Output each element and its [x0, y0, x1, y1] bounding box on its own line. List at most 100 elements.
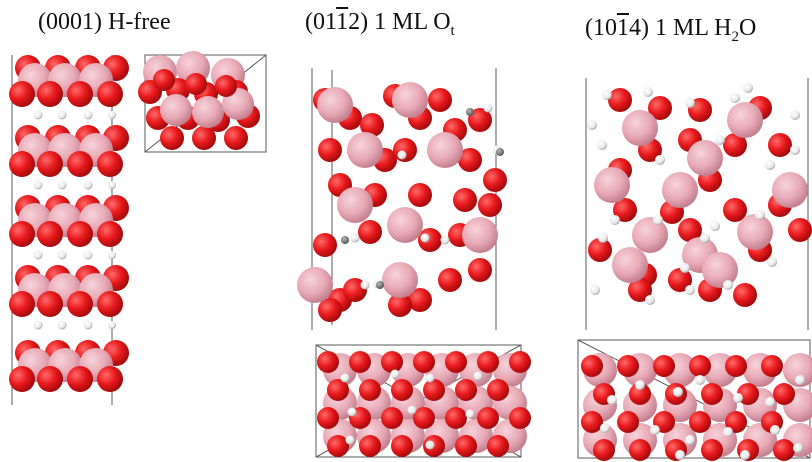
- hydrogen-atom: [710, 221, 720, 231]
- oxygen-atom: [593, 439, 615, 461]
- hydrogen-atom: [685, 435, 695, 445]
- oxygen-atom: [608, 88, 632, 112]
- title-overbar-digit: 1: [617, 15, 629, 41]
- hydrogen-atom: [675, 450, 685, 460]
- oxygen-atom: [581, 411, 603, 433]
- oxygen-atom: [97, 291, 123, 317]
- hydrogen-atom: [440, 235, 450, 245]
- oxygen-atom: [408, 183, 432, 207]
- title-subscript: t: [450, 22, 455, 39]
- hydrogen-atom: [765, 397, 775, 407]
- aluminum-atom: [160, 94, 192, 126]
- panel-title-ml-h2o: (1014) 1 ML H2O: [585, 14, 756, 46]
- oxygen-atom: [487, 379, 509, 401]
- hydrogen-atom: [57, 180, 67, 190]
- oxygen-atom: [768, 133, 792, 157]
- oxygen-atom: [97, 221, 123, 247]
- oxygen-atom: [327, 379, 349, 401]
- hydrogen-atom: [770, 425, 780, 435]
- oxygen-atom: [653, 355, 675, 377]
- oxygen-atom: [617, 355, 639, 377]
- hydrogen-atom: [587, 120, 597, 130]
- oxygen-atom: [581, 355, 603, 377]
- oxygen-atom: [97, 366, 123, 392]
- hydrogen-atom: [597, 140, 607, 150]
- oxygen-atom: [413, 407, 435, 429]
- oxygen-atom: [349, 351, 371, 373]
- oxygen-atom: [438, 268, 462, 292]
- hydrogen-atom: [108, 321, 116, 329]
- hydrogen-atom: [730, 93, 740, 103]
- oxygen-atom: [359, 435, 381, 457]
- title-miller-index: (0001): [38, 9, 102, 35]
- aluminum-atom: [192, 96, 224, 128]
- aluminum-atom: [337, 187, 373, 223]
- hydrogen-atom: [793, 443, 803, 453]
- hydrogen-atom: [655, 155, 665, 165]
- oxygen-atom: [37, 81, 63, 107]
- oxygen-atom: [318, 138, 342, 162]
- hydrogen-atom: [680, 263, 690, 273]
- oxygen-atom: [458, 148, 482, 172]
- oxygen-atom: [689, 355, 711, 377]
- oxygen-atom: [468, 258, 492, 282]
- oxygen-atom: [358, 220, 382, 244]
- oxygen-atom: [668, 268, 692, 292]
- hydrogen-atom: [700, 233, 710, 243]
- oxygen-atom: [761, 355, 783, 377]
- hydrogen-atom: [108, 111, 116, 119]
- hydrogen-atom: [685, 285, 695, 295]
- aluminum-atom: [702, 252, 738, 288]
- atom: [496, 148, 504, 156]
- aluminum-atom: [632, 217, 668, 253]
- hydrogen-atom: [795, 375, 805, 385]
- oxygen-atom: [445, 351, 467, 373]
- hydrogen-atom: [465, 409, 475, 419]
- oxygen-atom: [588, 238, 612, 262]
- oxygen-atom: [455, 379, 477, 401]
- hydrogen-atom: [473, 371, 483, 381]
- hydrogen-atom: [108, 251, 116, 259]
- oxygen-atom: [9, 221, 35, 247]
- hydrogen-atom: [83, 250, 93, 260]
- oxygen-atom: [455, 435, 477, 457]
- oxygen-atom: [629, 439, 651, 461]
- oxygen-atom: [689, 411, 711, 433]
- oxygen-atom: [723, 133, 747, 157]
- oxygen-atom: [67, 81, 93, 107]
- title-label: H-free: [101, 9, 171, 35]
- hydrogen-atom: [360, 280, 370, 290]
- hydrogen-atom: [600, 423, 610, 433]
- hydrogen-atom: [407, 405, 417, 415]
- hydrogen-atom: [695, 375, 705, 385]
- hydrogen-atom: [740, 450, 750, 460]
- oxygen-atom: [9, 151, 35, 177]
- atom: [341, 236, 349, 244]
- title-part: (01: [305, 9, 337, 35]
- hydrogen-atom: [83, 320, 93, 330]
- hydrogen-atom: [33, 110, 43, 120]
- oxygen-atom: [478, 193, 502, 217]
- aluminum-atom: [727, 102, 763, 138]
- oxygen-atom: [37, 366, 63, 392]
- hydrogen-atom: [57, 110, 67, 120]
- hydrogen-atom: [673, 387, 683, 397]
- oxygen-atom: [391, 435, 413, 457]
- oxygen-atom: [67, 366, 93, 392]
- atom: [466, 108, 474, 116]
- oxygen-atom: [360, 113, 384, 137]
- oxygen-atom: [723, 198, 747, 222]
- hydrogen-atom: [397, 150, 407, 160]
- hydrogen-atom: [715, 135, 725, 145]
- oxygen-atom: [788, 218, 812, 242]
- oxygen-atom: [97, 151, 123, 177]
- hydrogen-atom: [420, 233, 430, 243]
- hydrogen-atom: [390, 369, 400, 379]
- oxygen-atom: [67, 151, 93, 177]
- title-overbar-digit: 1: [336, 9, 349, 35]
- hydrogen-atom: [83, 180, 93, 190]
- aluminum-atom: [387, 207, 423, 243]
- hydrogen-atom: [607, 395, 617, 405]
- oxygen-atom: [725, 411, 747, 433]
